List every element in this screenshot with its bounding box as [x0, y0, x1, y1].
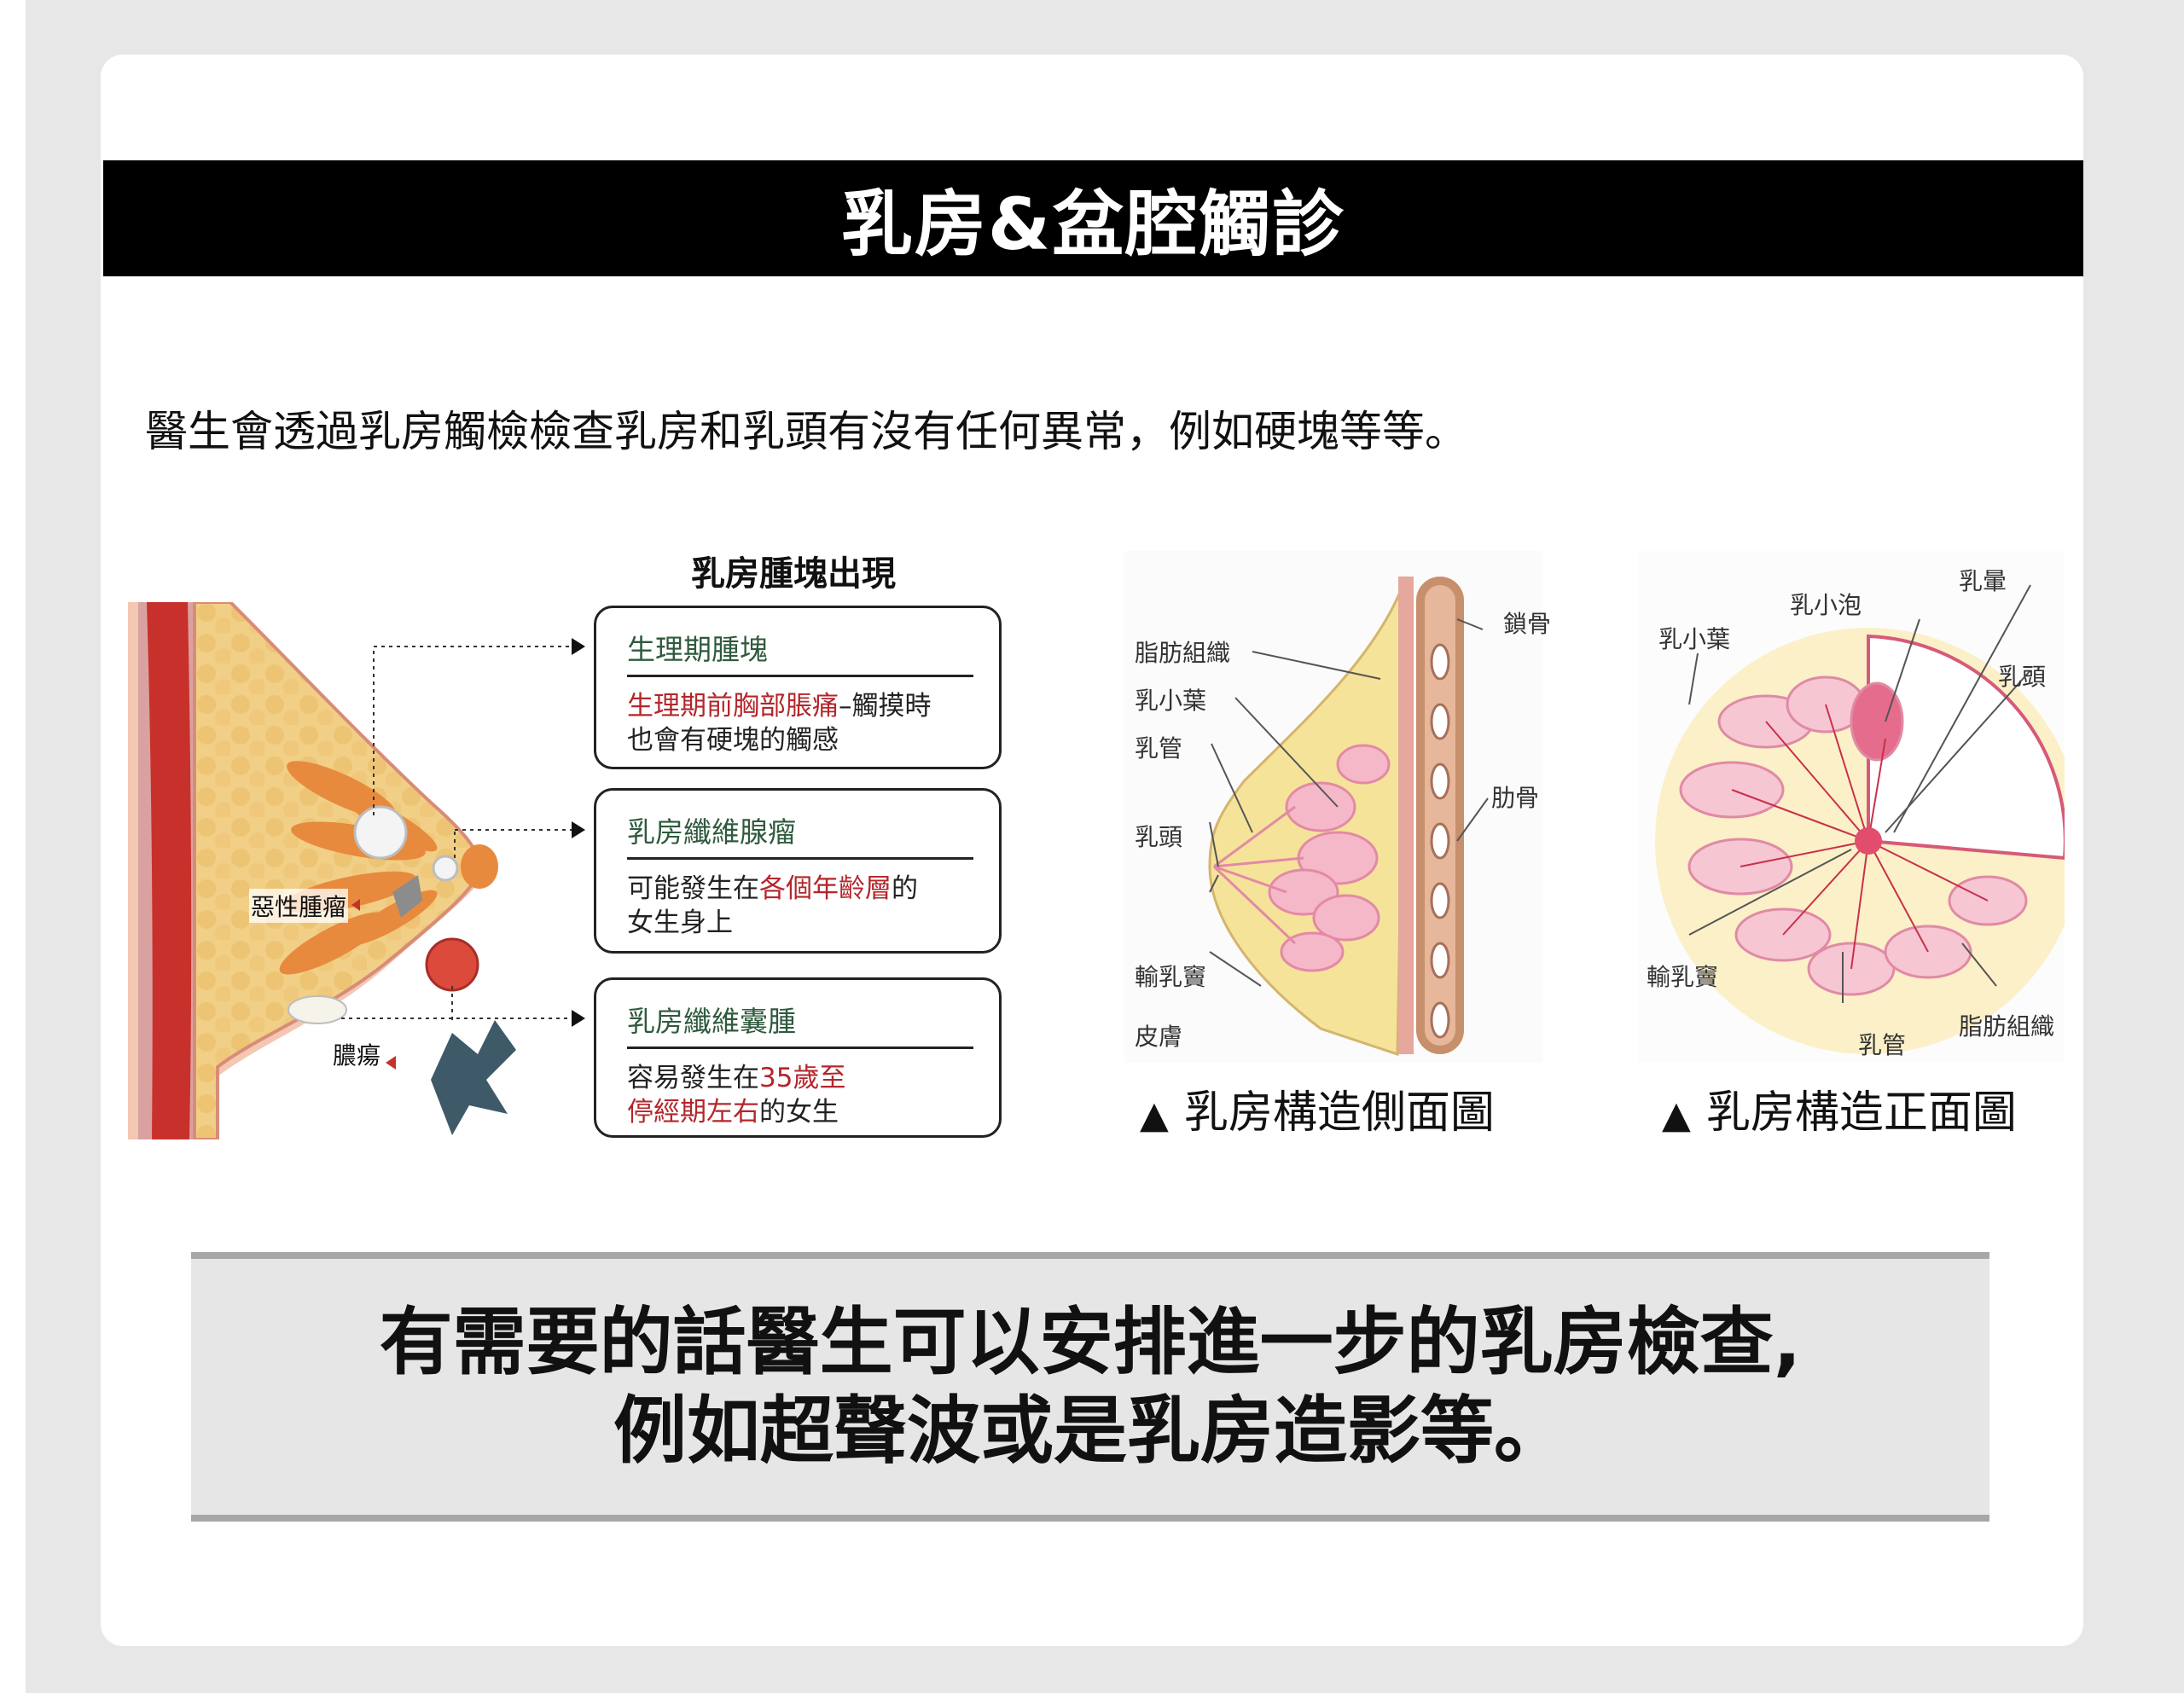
- followup-note-line: 有需要的話醫生可以安排進一步的乳房檢查,: [379, 1300, 1802, 1385]
- label-nipple-front: 乳頭: [1998, 663, 2047, 691]
- label-rib: 肋骨: [1491, 784, 1540, 812]
- page-title: 乳房&盆腔觸診: [103, 160, 2083, 276]
- label-clavicle: 鎖骨: [1503, 610, 1552, 638]
- lump-box-description: 可能發生在各個年齡層的 女生身上: [627, 873, 918, 938]
- lump-box-title: 乳房纖維囊腫: [627, 999, 973, 1049]
- lump-box-title: 乳房纖維腺瘤: [627, 809, 973, 860]
- triangle-icon: ▲: [1140, 1093, 1169, 1137]
- lump-box-description: 生理期前胸部脹痛–觸摸時 也會有硬塊的觸感: [627, 691, 932, 756]
- label-fat-tissue: 脂肪組織: [1135, 639, 1231, 667]
- front-view-caption: ▲乳房構造正面圖: [1662, 1087, 2017, 1139]
- breast-front-view-diagram: [1638, 551, 2065, 1063]
- label-alveolus: 乳小泡: [1790, 591, 1862, 619]
- label-skin: 皮膚: [1135, 1023, 1183, 1051]
- label-lobule-front: 乳小葉: [1658, 625, 1731, 653]
- lump-box-menstrual: 生理期腫塊 生理期前胸部脹痛–觸摸時 也會有硬塊的觸感: [594, 606, 1002, 769]
- lump-box-title: 生理期腫塊: [627, 627, 973, 677]
- page-margin: [0, 0, 26, 1693]
- breast-side-view-diagram: [1124, 551, 1542, 1063]
- label-duct: 乳管: [1135, 734, 1183, 762]
- abscess-label: 膿瘍: [331, 1037, 383, 1071]
- label-nipple: 乳頭: [1135, 823, 1183, 851]
- followup-note: 有需要的話醫生可以安排進一步的乳房檢查, 例如超聲波或是乳房造影等。: [191, 1252, 1989, 1522]
- label-lobule: 乳小葉: [1135, 687, 1207, 715]
- intro-text: 醫生會透過乳房觸檢檢查乳房和乳頭有沒有任何異常，例如硬塊等等。: [145, 407, 1467, 456]
- lump-section-heading: 乳房腫塊出現: [691, 554, 896, 594]
- malignant-tumor-label: 惡性腫瘤: [249, 889, 349, 923]
- side-view-caption: ▲乳房構造側面圖: [1140, 1087, 1495, 1139]
- label-areola: 乳暈: [1959, 567, 2007, 595]
- label-sinus-front: 輸乳竇: [1647, 963, 1719, 991]
- label-fat-front: 脂肪組織: [1959, 1012, 2055, 1041]
- followup-note-line: 例如超聲波或是乳房造影等。: [613, 1389, 1567, 1474]
- triangle-icon: ▲: [1662, 1093, 1691, 1137]
- label-lactiferous-sinus: 輸乳竇: [1135, 963, 1207, 991]
- label-duct-front: 乳管: [1858, 1031, 1907, 1059]
- lump-box-fibrocystic: 乳房纖維囊腫 容易發生在35歲至 停經期左右的女生: [594, 977, 1002, 1138]
- lump-box-description: 容易發生在35歲至 停經期左右的女生: [627, 1063, 846, 1128]
- lump-box-fibroadenoma: 乳房纖維腺瘤 可能發生在各個年齡層的 女生身上: [594, 788, 1002, 954]
- breast-lump-illustration: [128, 602, 585, 1139]
